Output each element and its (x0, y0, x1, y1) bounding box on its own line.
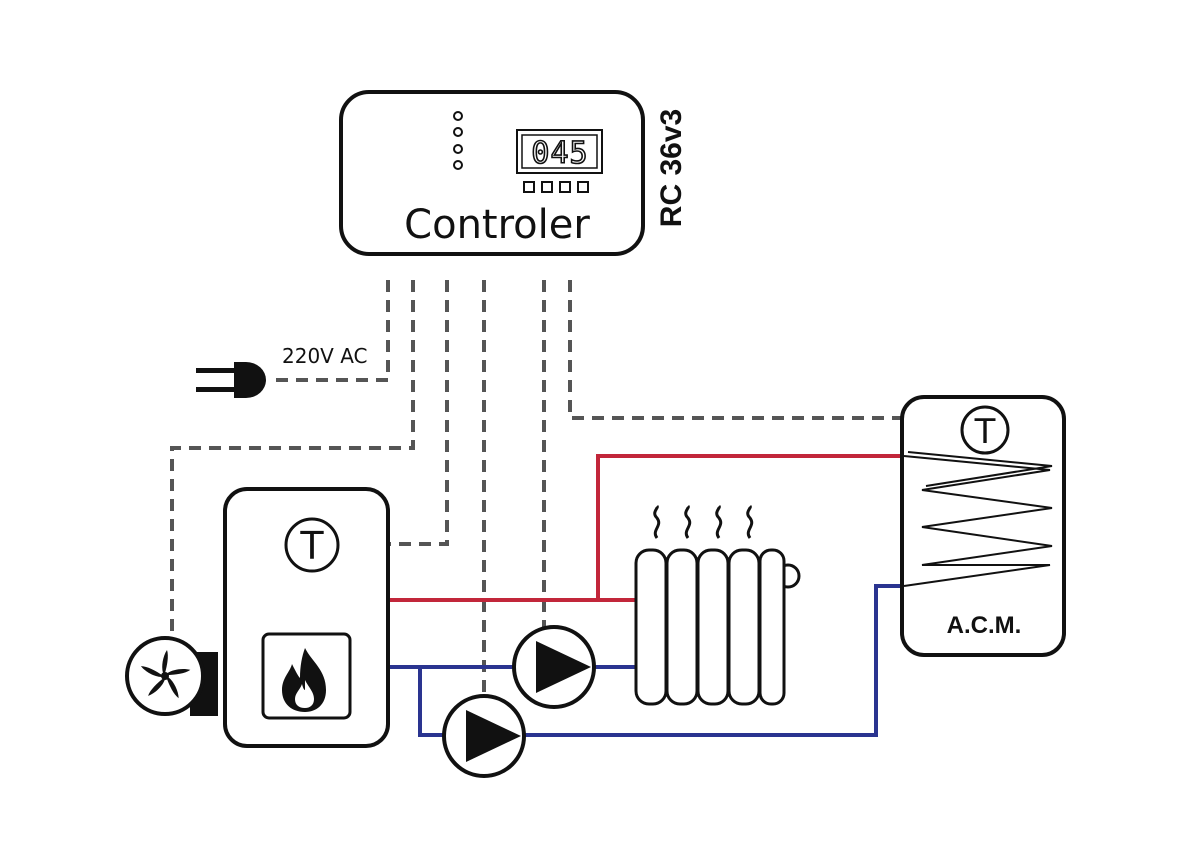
heat-wave-icon (653, 504, 754, 539)
boiler-sensor-symbol: T (299, 524, 324, 568)
supply-pipes (388, 454, 904, 602)
acm-label: A.C.M. (947, 612, 1022, 639)
led-icon (453, 144, 463, 154)
pump-dhw (442, 694, 526, 778)
acm-sensor-symbol: T (974, 412, 996, 452)
radiator-fins (634, 548, 786, 706)
fan-icon (140, 650, 191, 699)
controller-button (577, 181, 589, 193)
wire-fan (170, 280, 415, 640)
boiler: T (223, 487, 390, 748)
led-icon (453, 127, 463, 137)
wire-boiler-sensor (340, 280, 449, 546)
fan (125, 636, 218, 716)
controller-label: Controler (404, 202, 590, 248)
plug-icon (196, 362, 266, 398)
pump-arrow (536, 641, 591, 693)
thermometer-sensor-icon: T (960, 405, 1010, 455)
signal-wires (170, 280, 960, 700)
led-icon (453, 160, 463, 170)
flame-icon (282, 648, 326, 712)
supply-pipe-acm (596, 454, 904, 600)
thermometer-sensor-icon: T (284, 517, 340, 573)
controller-buttons (523, 181, 589, 193)
return-pipe-acm (418, 584, 904, 737)
led-icon (453, 111, 463, 121)
controller: 045 Controler RC 36v3 (339, 90, 688, 256)
wire-acm-sensor (568, 280, 960, 420)
wire-power (268, 280, 390, 382)
controller-button (559, 181, 571, 193)
controller-button (523, 181, 535, 193)
acm-body (900, 395, 1066, 657)
indicator-leds (453, 111, 463, 170)
pump-arrow (466, 710, 521, 762)
display-screen (521, 134, 598, 169)
controller-model: RC 36v3 (655, 109, 688, 227)
coil-icon (903, 451, 1053, 587)
controller-button (541, 181, 553, 193)
display-value: 045 (531, 136, 588, 171)
acm-tank: T A.C.M. (900, 395, 1066, 657)
radiator-icon (634, 504, 801, 706)
power-label: 220V AC (282, 344, 368, 368)
pump-heating (512, 625, 596, 709)
